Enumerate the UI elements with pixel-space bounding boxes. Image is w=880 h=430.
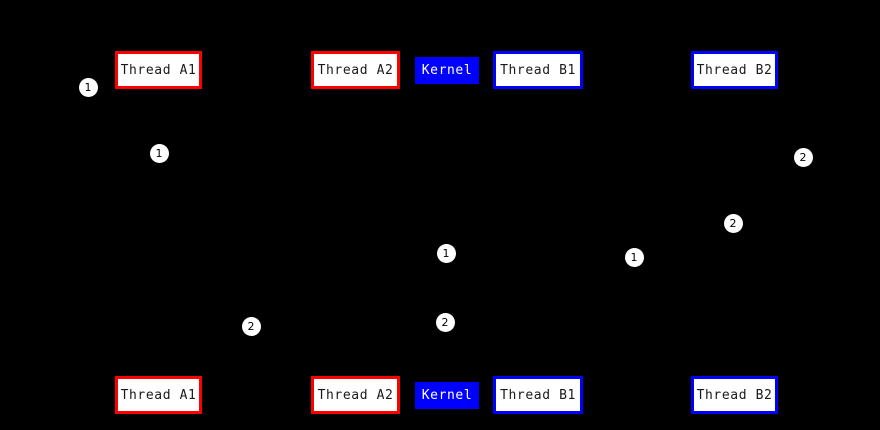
lifeline-thread-b1 (538, 89, 539, 376)
participant-box-thread-a1: Thread A1 (115, 51, 202, 89)
message-arrow-thread-a1-to-kernel (158, 253, 447, 254)
participant-box-kernel: Kernel (415, 382, 479, 409)
lifeline-thread-a2 (355, 89, 356, 376)
participant-label: Thread A1 (120, 387, 197, 403)
participant-label: Thread B1 (500, 62, 576, 78)
step-marker-1: 1 (78, 77, 98, 97)
step-marker-2: 2 (435, 312, 455, 332)
participant-box-thread-a2: Thread A2 (311, 51, 400, 89)
step-marker-1: 1 (149, 143, 169, 163)
message-arrow-thread-b2-to-kernel (447, 223, 734, 224)
participant-box-kernel: Kernel (415, 57, 479, 84)
lifeline-kernel (447, 84, 448, 382)
step-marker-2: 2 (793, 147, 813, 167)
participant-box-thread-a2: Thread A2 (311, 376, 400, 414)
lifeline-thread-b2 (734, 89, 735, 376)
participant-label: Thread A1 (120, 62, 197, 78)
step-marker-2: 2 (241, 316, 261, 336)
participant-label: Thread B1 (500, 387, 576, 403)
message-arrow-kernel-to-thread-b1 (447, 257, 538, 258)
participant-label: Thread B2 (696, 387, 773, 403)
participant-box-thread-a1: Thread A1 (115, 376, 202, 414)
participant-label: Kernel (421, 63, 473, 78)
participant-box-thread-b1: Thread B1 (493, 376, 583, 414)
participant-box-thread-b2: Thread B2 (691, 376, 778, 414)
participant-label: Thread B2 (696, 62, 773, 78)
message-arrow-thread-a2-to-kernel (355, 322, 447, 323)
step-marker-1: 1 (624, 247, 644, 267)
participant-box-thread-b2: Thread B2 (691, 51, 778, 89)
participant-label: Kernel (421, 388, 473, 403)
step-marker-2: 2 (723, 213, 743, 233)
participant-box-thread-b1: Thread B1 (493, 51, 583, 89)
lifeline-thread-a1 (158, 89, 159, 376)
participant-label: Thread A2 (317, 387, 394, 403)
participant-label: Thread A2 (317, 62, 394, 78)
step-marker-1: 1 (436, 243, 456, 263)
